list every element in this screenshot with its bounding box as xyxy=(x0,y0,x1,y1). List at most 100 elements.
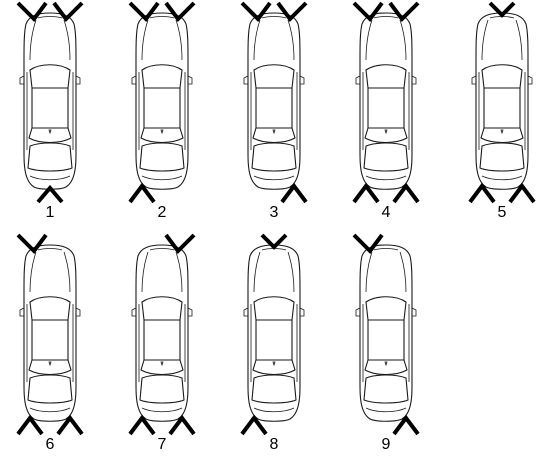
rear-window xyxy=(28,359,72,376)
trunk-emblem xyxy=(272,361,276,367)
trunk-emblem xyxy=(48,361,52,367)
hood-line-right xyxy=(63,19,71,61)
hood-line-right xyxy=(399,251,407,293)
car-body-outline xyxy=(247,12,301,190)
rear-bumper xyxy=(141,407,183,413)
car-1: 1 xyxy=(10,0,90,235)
windshield xyxy=(141,64,183,89)
car-9: 9 xyxy=(346,232,426,467)
roof xyxy=(367,319,405,361)
car-4: 4 xyxy=(346,0,426,235)
mark-rear-right xyxy=(508,182,536,204)
mark-rear-left xyxy=(468,182,496,204)
trunk-emblem xyxy=(272,129,276,135)
car-body-outline xyxy=(135,244,189,422)
mirror-left xyxy=(471,75,477,85)
mark-front-right xyxy=(276,1,308,23)
trunk-emblem xyxy=(160,129,164,135)
hood-line-right xyxy=(175,19,183,61)
mark-rear-right xyxy=(392,182,420,204)
rear-window xyxy=(28,127,72,144)
car-7: 7 xyxy=(122,232,202,467)
trunk-emblem xyxy=(500,129,504,135)
trunk xyxy=(363,142,409,172)
car-2: 2 xyxy=(122,0,202,235)
hood-line-left xyxy=(481,19,489,61)
car-8-label: 8 xyxy=(269,436,279,453)
car-body-outline xyxy=(247,244,301,422)
mirror-right xyxy=(75,307,81,317)
car-5-label: 5 xyxy=(497,204,507,221)
rear-bumper xyxy=(365,175,407,181)
rear-bumper xyxy=(141,175,183,181)
mark-rear-right xyxy=(280,182,308,204)
car-9-drawing xyxy=(352,233,420,436)
windshield xyxy=(365,296,407,321)
trunk xyxy=(251,142,297,172)
mark-rear-right xyxy=(392,414,420,436)
mark-rear-left xyxy=(128,182,156,204)
trunk xyxy=(139,374,185,404)
rear-bumper xyxy=(253,175,295,181)
rear-window xyxy=(140,127,184,144)
roof xyxy=(143,319,181,361)
car-1-label: 1 xyxy=(45,204,55,221)
car-7-drawing xyxy=(128,233,196,436)
mirror-right xyxy=(299,307,305,317)
mirror-left xyxy=(19,307,25,317)
mirror-right xyxy=(299,75,305,85)
mark-front-right xyxy=(52,1,84,23)
mirror-left xyxy=(243,75,249,85)
car-1-drawing xyxy=(16,1,84,204)
mark-front-left xyxy=(128,1,160,23)
trunk-emblem xyxy=(48,129,52,135)
mark-front-left xyxy=(16,1,48,23)
hood-line-left xyxy=(365,251,373,293)
hood-crease xyxy=(261,16,287,19)
rear-window xyxy=(364,359,408,376)
hood-line-left xyxy=(141,251,149,293)
mirror-left xyxy=(131,307,137,317)
hood-crease xyxy=(373,16,399,19)
hood-line-left xyxy=(365,19,373,61)
mirror-left xyxy=(243,307,249,317)
car-7-label: 7 xyxy=(157,436,167,453)
mark-front-right xyxy=(164,1,196,23)
car-3: 3 xyxy=(234,0,314,235)
car-3-label: 3 xyxy=(269,204,279,221)
mirror-right xyxy=(187,75,193,85)
hood-line-left xyxy=(253,19,261,61)
hood-crease xyxy=(37,248,63,251)
mark-front-left xyxy=(352,233,384,255)
windshield xyxy=(253,64,295,89)
hood-line-right xyxy=(399,19,407,61)
car-body-outline xyxy=(359,244,413,422)
hood-crease xyxy=(37,16,63,19)
trunk-emblem xyxy=(160,361,164,367)
mark-front-center xyxy=(260,233,288,250)
hood-line-right xyxy=(175,251,183,293)
hood-crease xyxy=(373,248,399,251)
mark-rear-left xyxy=(352,182,380,204)
trunk-emblem xyxy=(384,129,388,135)
roof xyxy=(31,319,69,361)
hood-line-right xyxy=(287,19,295,61)
mirror-right xyxy=(75,75,81,85)
car-4-label: 4 xyxy=(381,204,391,221)
mirror-left xyxy=(19,75,25,85)
mark-rear-right xyxy=(168,414,196,436)
roof xyxy=(483,87,521,129)
mark-rear-left xyxy=(128,414,156,436)
windshield xyxy=(253,296,295,321)
car-body-outline xyxy=(135,12,189,190)
car-9-label: 9 xyxy=(381,436,391,453)
mark-front-center xyxy=(488,1,516,18)
mark-front-left xyxy=(240,1,272,23)
roof xyxy=(255,319,293,361)
mirror-left xyxy=(355,75,361,85)
hood-line-left xyxy=(253,251,261,293)
car-8-drawing xyxy=(240,233,305,436)
car-2-drawing xyxy=(128,1,196,204)
mark-rear-left xyxy=(240,414,268,436)
windshield xyxy=(365,64,407,89)
